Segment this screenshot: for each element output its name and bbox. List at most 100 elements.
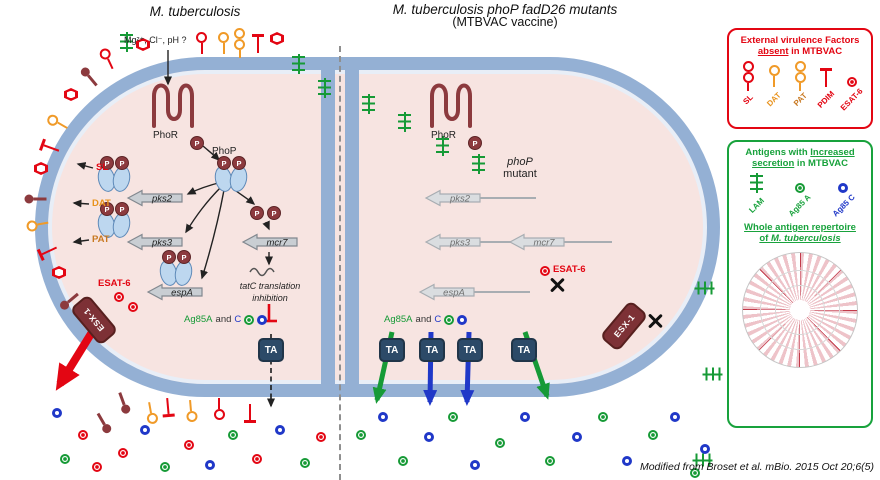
sugar-hexagon — [52, 266, 66, 279]
left-cell-title: M. tuberculosis — [149, 4, 241, 19]
figure-caption: Modified from Broset et al. mBio. 2015 O… — [639, 461, 874, 473]
ag85a-dot-icon — [244, 314, 255, 325]
secreted-ag85a-dot — [495, 438, 505, 448]
esat6-molecule-icon — [114, 292, 124, 302]
secreted-ag85c-dot — [424, 432, 434, 442]
sl-icon — [742, 61, 754, 91]
lam-icon — [750, 173, 764, 193]
svg-text:pks3: pks3 — [151, 238, 173, 249]
secreted-ag85a-dot — [448, 412, 458, 422]
svg-text:mcr7: mcr7 — [533, 238, 555, 249]
svg-text:pks2: pks2 — [151, 194, 173, 205]
phor-protein — [152, 83, 194, 128]
secreted-esat6-dot — [184, 440, 194, 450]
repertoire-heading: Whole antigen repertoire of M. tuberculo… — [744, 222, 856, 244]
secreted-ag85c-dot — [572, 432, 582, 442]
lam-comb — [472, 154, 485, 174]
secreted-ag85c-dot — [520, 412, 530, 422]
dna-line — [430, 291, 530, 293]
lam-comb — [436, 136, 449, 156]
sl-label: SL — [96, 162, 109, 173]
right-cell-subtitle: (MTBVAC vaccine) — [452, 15, 558, 29]
pat-double-lollipop — [234, 28, 245, 58]
sl-legend-label: SL — [741, 92, 755, 107]
lam-comb — [362, 94, 375, 114]
dat-icon — [768, 65, 780, 87]
pat-legend-label: PAT — [791, 91, 809, 108]
svg-text:mcr7: mcr7 — [266, 238, 288, 249]
dat-label: DAT — [92, 198, 111, 209]
lam-comb — [120, 32, 133, 52]
antigens-legend-title: Antigens with Increased secretion in MTB… — [745, 147, 855, 169]
gene-pks3-silent: pks3 — [424, 233, 481, 251]
secreted-ag85a-dot — [356, 430, 366, 440]
secreted-ag85a-dot — [300, 458, 310, 468]
secreted-ag85c-dot — [470, 460, 480, 470]
pat-icon — [794, 61, 806, 91]
gene-espA-silent: espA — [418, 283, 475, 301]
svg-text:espA: espA — [443, 288, 465, 299]
esat6-icon — [847, 77, 857, 87]
secreted-ag85a-dot — [60, 454, 70, 464]
red-lollipop — [196, 32, 207, 54]
ag85a-dot-icon — [444, 314, 455, 325]
secreted-ag85a-dot — [160, 462, 170, 472]
ta-transporter: TA — [379, 338, 405, 362]
sugar-hexagon — [136, 38, 150, 51]
pdim-icon — [820, 68, 832, 87]
secreted-ag85c-dot — [700, 444, 710, 454]
pdim-legend-label: PDIM — [815, 89, 837, 110]
phor-protein — [430, 83, 472, 128]
secreted-ag85a-dot — [598, 412, 608, 422]
virulence-legend-title: External virulence Factors absent in MTB… — [740, 35, 860, 57]
sugar-hexagon — [34, 162, 48, 175]
pdim-tbar — [252, 34, 264, 53]
right-cell-inner-membrane — [345, 62, 359, 392]
secreted-ag85c-dot — [52, 408, 62, 418]
ta-transporter: TA — [419, 338, 445, 362]
ta-transporter: TA — [511, 338, 537, 362]
panel-divider-dashed-line — [339, 46, 341, 480]
phosphate-icon: P — [468, 136, 482, 150]
esat6-legend-label: ESAT-6 — [839, 86, 865, 113]
phor-label: PhoR — [431, 130, 457, 141]
dna-line — [520, 241, 612, 243]
lam-legend-label: LAM — [747, 196, 766, 215]
esat6-molecule-icon — [540, 266, 550, 276]
gene-pks2-silent: pks2 — [424, 189, 481, 207]
secreted-ag85a-dot — [398, 456, 408, 466]
secreted-ag85c-dot — [205, 460, 215, 470]
gene-pks3: pks3 — [126, 233, 183, 251]
phosphate-icon: P — [232, 156, 246, 170]
ta-transporter: TA — [457, 338, 483, 362]
ta-transporter: TA — [258, 338, 284, 362]
sugar-hexagon — [270, 32, 284, 45]
phosphate-icon: P — [190, 136, 204, 150]
dat-legend-label: DAT — [765, 90, 783, 109]
lam-comb — [398, 112, 411, 132]
phor-label: PhoR — [153, 130, 179, 141]
secreted-ag85c-dot — [140, 425, 150, 435]
ag85c-dot-icon — [257, 314, 268, 325]
right-cell-title: M. tuberculosis phoP fadD26 mutants (MTB… — [392, 2, 618, 29]
antigens-legend: Antigens with Increased secretion in MTB… — [727, 140, 873, 428]
phosphate-icon: P — [217, 156, 231, 170]
virulence-legend-icons: SL DAT PAT PDIM ESAT-6 — [735, 61, 865, 112]
svg-text:pks3: pks3 — [449, 238, 471, 249]
dna-line — [436, 197, 536, 199]
pat-label: PAT — [92, 234, 110, 245]
antigen-repertoire-chart — [742, 252, 858, 368]
secreted-esat6-dot — [118, 448, 128, 458]
antigens-legend-icons: LAM Ag85 A Ag85 C — [735, 173, 865, 218]
esx1-inactive-x-mark — [646, 312, 664, 330]
esat6-molecule-icon — [128, 302, 138, 312]
